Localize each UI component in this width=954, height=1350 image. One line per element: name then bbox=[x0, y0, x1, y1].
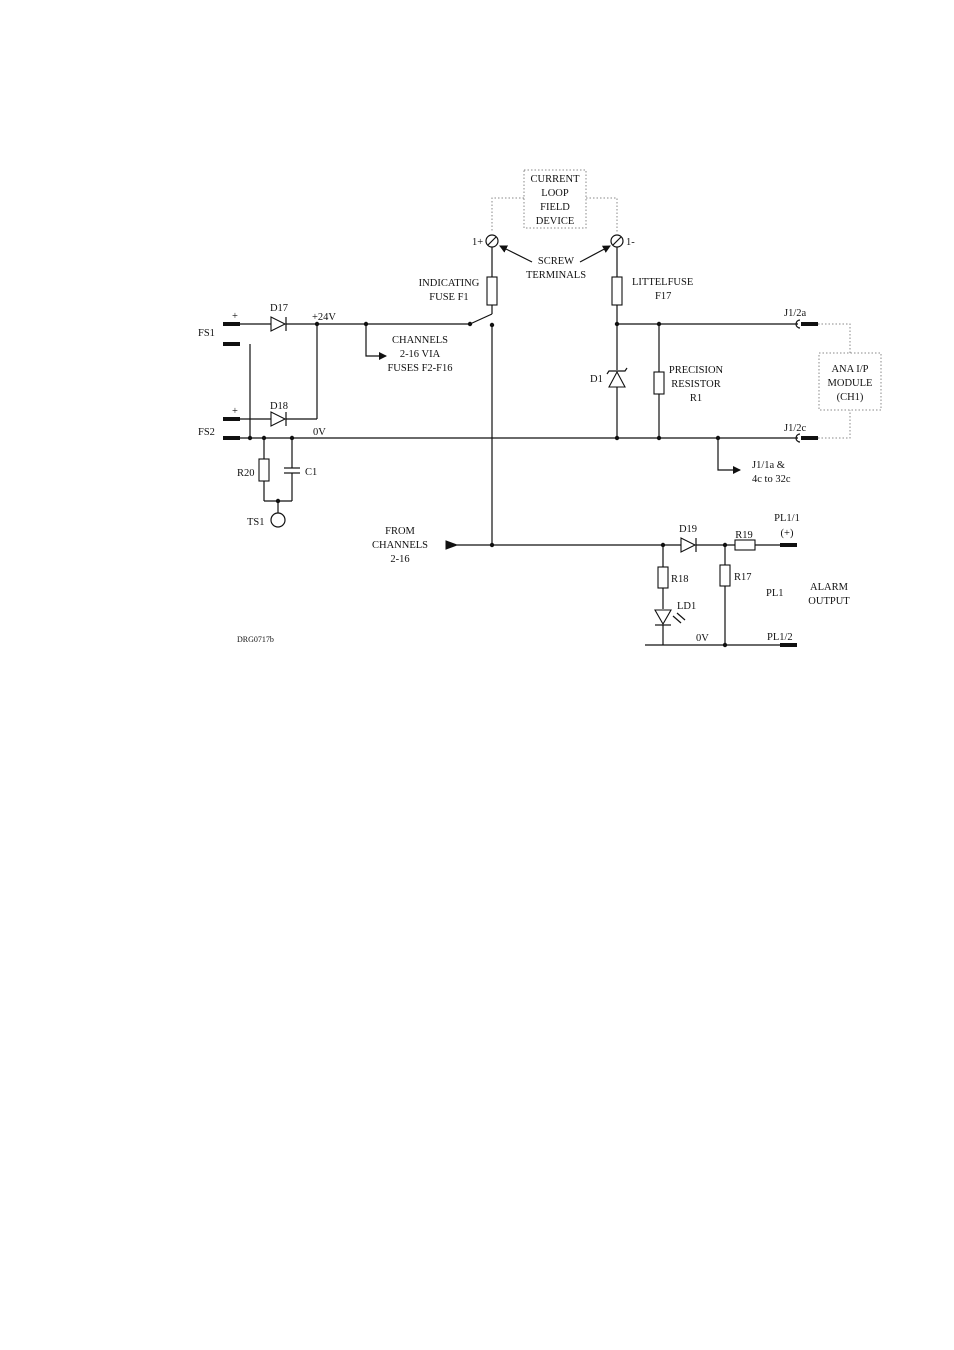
channels-feed-arrow bbox=[365, 324, 387, 360]
ana-module-lead bbox=[818, 323, 851, 353]
diode-d18: D18 bbox=[240, 401, 317, 427]
test-point-ts1: TS1 bbox=[247, 498, 292, 528]
ana-module-lead bbox=[818, 410, 851, 439]
fs1-plus-label: + bbox=[232, 311, 238, 322]
from-channels-label: 2-16 bbox=[390, 554, 409, 565]
pl11-connector: PL1/1 (+) bbox=[774, 513, 800, 547]
from-channels-label: CHANNELS bbox=[372, 540, 428, 551]
terminal-minus-label: 1- bbox=[626, 237, 635, 248]
terminal-plus-label: 1+ bbox=[472, 237, 483, 248]
d1-label: D1 bbox=[590, 374, 603, 385]
r20-label: R20 bbox=[237, 468, 255, 479]
j12a-signal-line: J1/2a bbox=[617, 308, 818, 329]
littelfuse-label: F17 bbox=[655, 291, 671, 302]
pl11-label: PL1/1 bbox=[774, 513, 800, 524]
alarm-output-label: ALARM bbox=[810, 582, 849, 593]
screw-terminal-plus: 1+ bbox=[472, 234, 499, 248]
pl11-polarity-label: (+) bbox=[781, 528, 794, 539]
alarm-line: FROM CHANNELS 2-16 bbox=[372, 526, 681, 565]
j11a-label: J1/1a & bbox=[752, 460, 785, 471]
fs1-connector: FS1 + bbox=[198, 311, 240, 346]
alarm-output: PL1 ALARM OUTPUT bbox=[766, 582, 850, 607]
ana-module-label: MODULE bbox=[828, 378, 873, 389]
field-device-lead-minus bbox=[586, 197, 618, 232]
resistor-r17: R17 bbox=[719, 545, 752, 648]
precision-resistor-label: R1 bbox=[690, 393, 702, 404]
j12c-label: J1/2c bbox=[784, 423, 807, 434]
field-device-box bbox=[523, 169, 587, 229]
field-device-label: DEVICE bbox=[536, 216, 575, 227]
d17-label: D17 bbox=[270, 303, 288, 314]
resistor-r20: R20 bbox=[237, 438, 270, 501]
screw-terminals-label: TERMINALS bbox=[526, 270, 586, 281]
j12c-connector: J1/2c bbox=[784, 423, 818, 443]
pl1-label: PL1 bbox=[766, 588, 784, 599]
screw-terminal-minus: 1- bbox=[610, 234, 635, 248]
diode-d19: D19 bbox=[679, 524, 735, 553]
precision-resistor-label: PRECISION bbox=[669, 365, 724, 376]
j11a-feed-arrow: J1/1a & 4c to 32c bbox=[717, 438, 791, 485]
ld1-label: LD1 bbox=[677, 601, 696, 612]
fs2-label: FS2 bbox=[198, 427, 215, 438]
zero-volt-label: 0V bbox=[313, 427, 326, 438]
ts1-label: TS1 bbox=[247, 517, 265, 528]
channels-label: CHANNELS bbox=[392, 335, 448, 346]
pl12-label: PL1/2 bbox=[767, 632, 793, 643]
fuse-monitor-bus bbox=[489, 325, 495, 548]
capacitor-c1: C1 bbox=[284, 438, 317, 501]
r18-label: R18 bbox=[671, 574, 689, 585]
field-device-label: CURRENT bbox=[530, 174, 580, 185]
d19-label: D19 bbox=[679, 524, 697, 535]
alarm-zero-volt-label: 0V bbox=[696, 633, 709, 644]
j12a-label: J1/2a bbox=[784, 308, 807, 319]
r17-label: R17 bbox=[734, 572, 752, 583]
plus24v-label: +24V bbox=[312, 312, 336, 323]
from-channels-arrow bbox=[445, 540, 459, 550]
indicating-fuse-label: FUSE F1 bbox=[429, 292, 468, 303]
field-device-lead-plus bbox=[491, 197, 524, 232]
alarm-output-label: OUTPUT bbox=[808, 596, 850, 607]
led-ld1: LD1 bbox=[654, 601, 696, 645]
ana-module-label: (CH1) bbox=[837, 392, 864, 403]
d18-label: D18 bbox=[270, 401, 288, 412]
field-device-label: LOOP bbox=[541, 188, 569, 199]
screw-terminals-callout: SCREW TERMINALS bbox=[499, 245, 611, 281]
c1-label: C1 bbox=[305, 467, 317, 478]
channels-label: 2-16 VIA bbox=[400, 349, 441, 360]
screw-terminals-label: SCREW bbox=[538, 256, 574, 267]
zero-volt-rail: 0V bbox=[240, 344, 798, 441]
j11a-label: 4c to 32c bbox=[752, 474, 791, 485]
led-emission-icon bbox=[676, 612, 686, 621]
zener-diode-d1: D1 bbox=[590, 324, 628, 438]
precision-resistor-label: RESISTOR bbox=[671, 379, 720, 390]
fs2-connector: FS2 + bbox=[198, 406, 240, 440]
plus24v-rail: +24V CHANNELS 2-16 VIA FUSES F2-F16 bbox=[312, 312, 470, 419]
led-emission-icon bbox=[672, 615, 682, 624]
indicating-fuse-label: INDICATING bbox=[419, 278, 480, 289]
ana-ip-module: ANA I/P MODULE (CH1) bbox=[818, 323, 882, 439]
diode-d17: D17 bbox=[240, 303, 317, 332]
littelfuse-f17: LITTELFUSE F17 bbox=[611, 247, 693, 327]
resistor-r19: R19 bbox=[734, 530, 780, 551]
from-channels-label: FROM bbox=[385, 526, 415, 537]
field-device-label: FIELD bbox=[540, 202, 570, 213]
current-loop-field-device: CURRENT LOOP FIELD DEVICE bbox=[491, 169, 618, 232]
littelfuse-label: LITTELFUSE bbox=[632, 277, 693, 288]
fs1-label: FS1 bbox=[198, 328, 215, 339]
precision-resistor-r1: PRECISION RESISTOR R1 bbox=[653, 324, 724, 438]
channels-label: FUSES F2-F16 bbox=[387, 363, 452, 374]
alarm-zero-volt-line: 0V PL1/2 bbox=[645, 632, 797, 647]
indicating-fuse-f1: INDICATING FUSE F1 bbox=[419, 247, 498, 328]
drawing-reference: DRG0717b bbox=[237, 635, 274, 644]
fs2-plus-label: + bbox=[232, 406, 238, 417]
resistor-r18: R18 bbox=[657, 545, 689, 609]
fuse-indicator-switch bbox=[469, 313, 493, 325]
ana-module-label: ANA I/P bbox=[831, 364, 868, 375]
r19-label: R19 bbox=[735, 530, 753, 541]
